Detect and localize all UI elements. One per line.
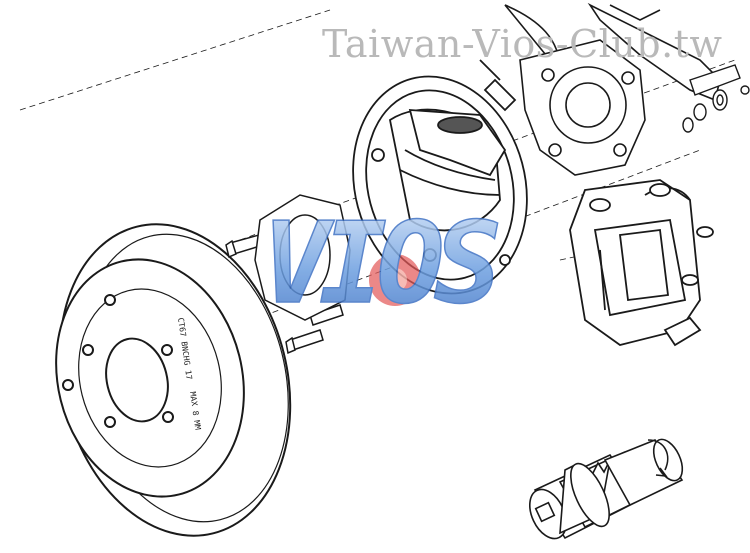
axle-shaft [529, 438, 684, 540]
brake-caliper [569, 179, 714, 347]
vios-logo: VIOS [261, 198, 509, 330]
hub-flange [254, 194, 351, 321]
brake-disc [55, 223, 292, 537]
knuckle-hub [504, 2, 721, 176]
logo-text: VIOS [262, 199, 498, 329]
backing-plate [352, 59, 528, 295]
bolt-and-washers [682, 64, 750, 133]
